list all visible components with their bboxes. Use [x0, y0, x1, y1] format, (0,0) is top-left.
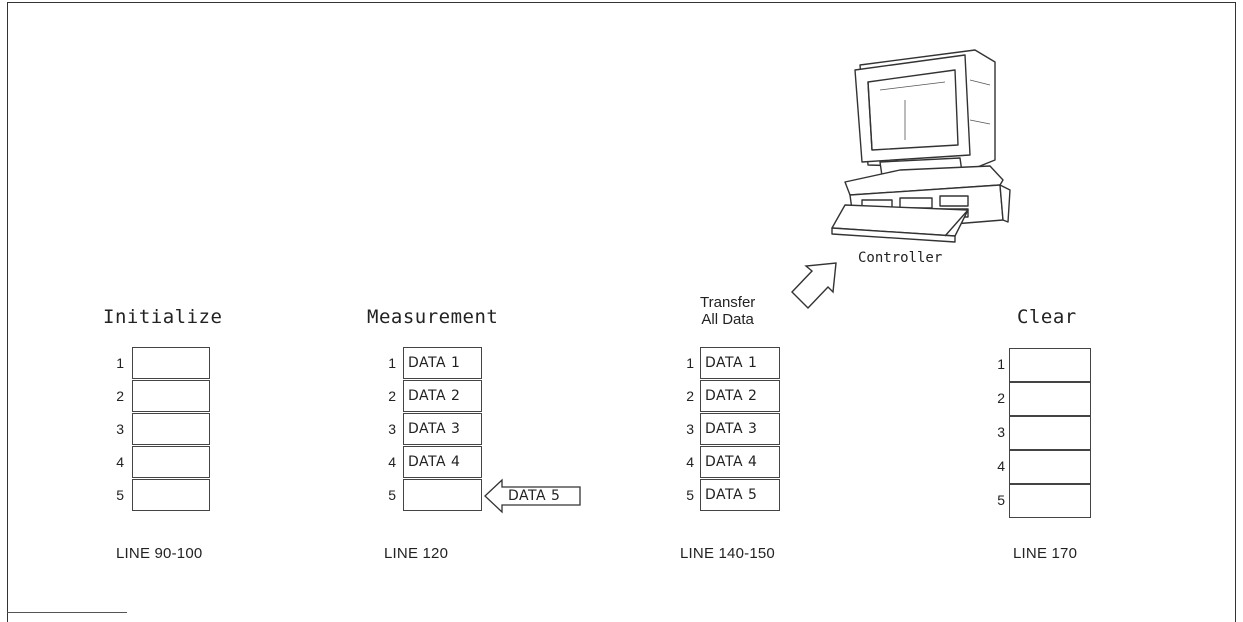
row-number: 5 [388, 487, 396, 503]
register-value: DATA 2 [705, 388, 758, 404]
register-cell [1009, 450, 1091, 484]
register-cell [132, 413, 210, 445]
register-value: DATA 1 [408, 355, 461, 371]
register-cell: DATA 4 [700, 446, 780, 478]
stage-title-clear: Clear [1017, 306, 1077, 328]
row-number: 3 [686, 421, 694, 437]
stage-title-transfer: Transfer All Data [700, 294, 756, 328]
stage-title-measurement: Measurement [367, 306, 499, 328]
frame-bottom-edge [7, 612, 127, 613]
register-value: DATA 3 [705, 421, 758, 437]
row-number: 3 [997, 424, 1005, 440]
row-number: 1 [116, 355, 124, 371]
row-number: 2 [686, 388, 694, 404]
row-number: 4 [116, 454, 124, 470]
stage-caption-measurement: LINE 120 [384, 545, 449, 562]
register-cell: DATA 1 [700, 347, 780, 379]
register-cell: DATA 3 [403, 413, 482, 445]
diagram-frame [7, 2, 1236, 622]
register-cell [1009, 382, 1091, 416]
register-cell [1009, 484, 1091, 518]
row-number: 2 [997, 390, 1005, 406]
row-number: 4 [997, 458, 1005, 474]
register-cell [132, 380, 210, 412]
register-cell [132, 446, 210, 478]
register-cell [132, 347, 210, 379]
incoming-data-label: DATA 5 [508, 488, 561, 504]
register-value: DATA 5 [705, 487, 758, 503]
register-value: DATA 3 [408, 421, 461, 437]
row-number: 3 [388, 421, 396, 437]
row-number: 3 [116, 421, 124, 437]
stage-title-initialize: Initialize [103, 306, 223, 328]
row-number: 4 [686, 454, 694, 470]
register-cell: DATA 5 [700, 479, 780, 511]
register-cell [132, 479, 210, 511]
register-cell [1009, 348, 1091, 382]
row-number: 5 [686, 487, 694, 503]
register-cell: DATA 2 [403, 380, 482, 412]
stage-caption-clear: LINE 170 [1013, 545, 1078, 562]
row-number: 2 [388, 388, 396, 404]
stage-caption-initialize: LINE 90-100 [116, 545, 203, 562]
controller-label: Controller [858, 250, 943, 266]
register-cell: DATA 4 [403, 446, 482, 478]
register-value: DATA 4 [705, 454, 758, 470]
row-number: 4 [388, 454, 396, 470]
row-number: 1 [686, 355, 694, 371]
row-number: 5 [116, 487, 124, 503]
register-value: DATA 2 [408, 388, 461, 404]
row-number: 5 [997, 492, 1005, 508]
register-cell [403, 479, 482, 511]
row-number: 1 [388, 355, 396, 371]
stage-caption-transfer: LINE 140-150 [680, 545, 775, 562]
register-value: DATA 1 [705, 355, 758, 371]
row-number: 2 [116, 388, 124, 404]
register-cell: DATA 3 [700, 413, 780, 445]
register-cell: DATA 1 [403, 347, 482, 379]
register-value: DATA 4 [408, 454, 461, 470]
register-cell [1009, 416, 1091, 450]
register-cell: DATA 2 [700, 380, 780, 412]
row-number: 1 [997, 356, 1005, 372]
